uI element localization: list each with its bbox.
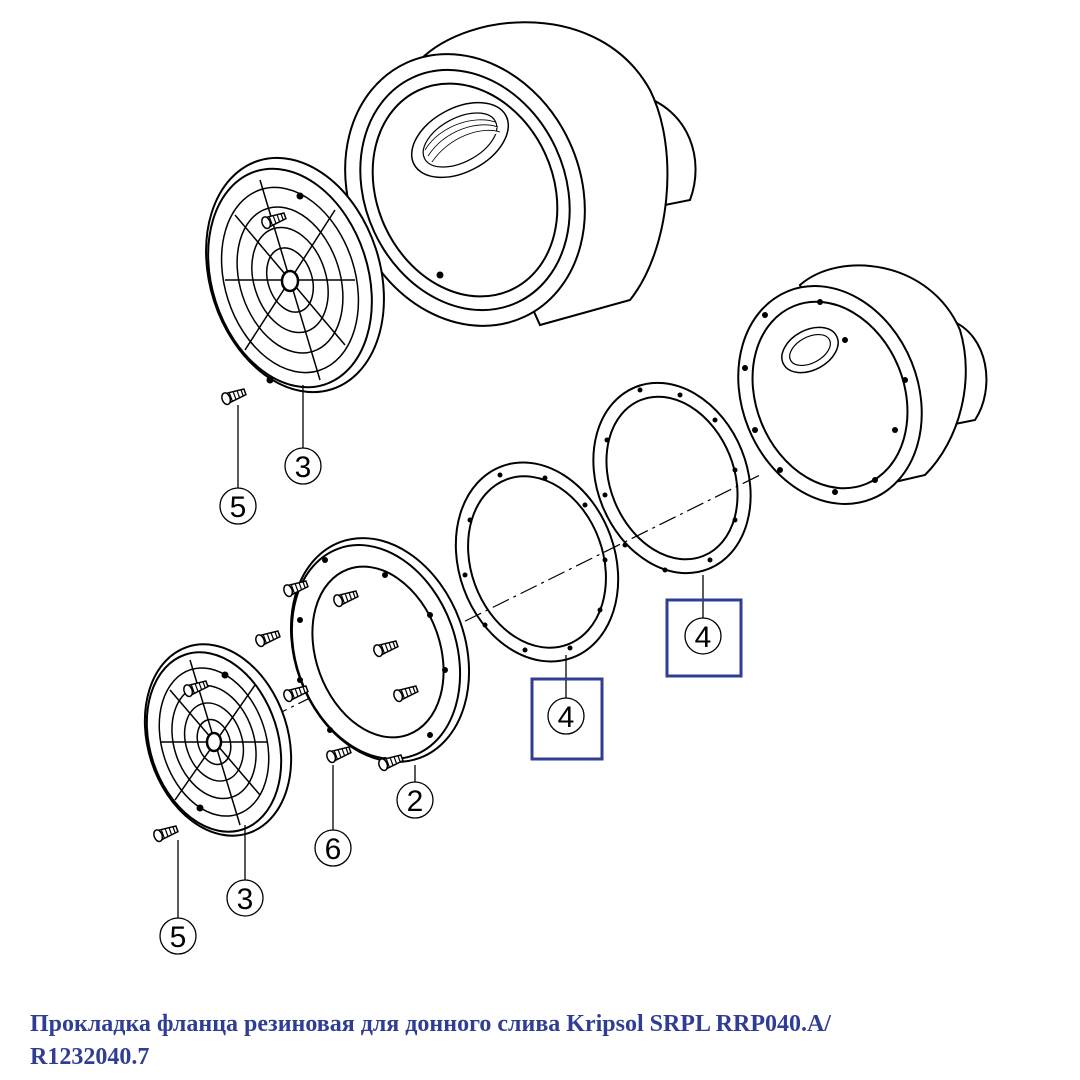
- exploded-parts-diagram: 3 5 4 4 2 6 3 5: [143, 21, 988, 955]
- callout-5-top: 5: [219, 487, 257, 525]
- drain-body-right: [737, 264, 988, 505]
- callout-2: 2: [396, 781, 434, 819]
- callout-3-bottom: 3: [226, 879, 264, 917]
- highlight-box-part4-middle: [530, 677, 604, 761]
- caption-line-1: Прокладка фланца резиновая для донного с…: [30, 1011, 831, 1037]
- svg-text:5: 5: [170, 921, 187, 954]
- svg-text:5: 5: [230, 491, 247, 524]
- svg-text:6: 6: [325, 833, 342, 866]
- svg-text:2: 2: [407, 785, 424, 818]
- drain-body-top: [344, 21, 697, 327]
- callout-6: 6: [314, 829, 352, 867]
- product-caption: Прокладка фланца резиновая для донного с…: [30, 1008, 1050, 1074]
- callout-4-right: 4: [684, 617, 722, 655]
- leader-lines: [177, 385, 704, 918]
- grate-bottom: [143, 643, 293, 837]
- flange-gasket-right: [592, 381, 752, 575]
- grate-top: [205, 156, 385, 394]
- svg-text:3: 3: [295, 451, 312, 484]
- callout-5-bottom: 5: [159, 917, 197, 955]
- svg-text:3: 3: [237, 883, 254, 916]
- callout-4-middle: 4: [547, 697, 585, 735]
- svg-text:4: 4: [695, 621, 712, 654]
- highlight-box-part4-right: [665, 598, 743, 678]
- caption-line-2: R1232040.7: [30, 1044, 150, 1070]
- callout-3-top: 3: [284, 447, 322, 485]
- flange-gasket-middle: [454, 461, 620, 663]
- svg-text:4: 4: [558, 701, 575, 734]
